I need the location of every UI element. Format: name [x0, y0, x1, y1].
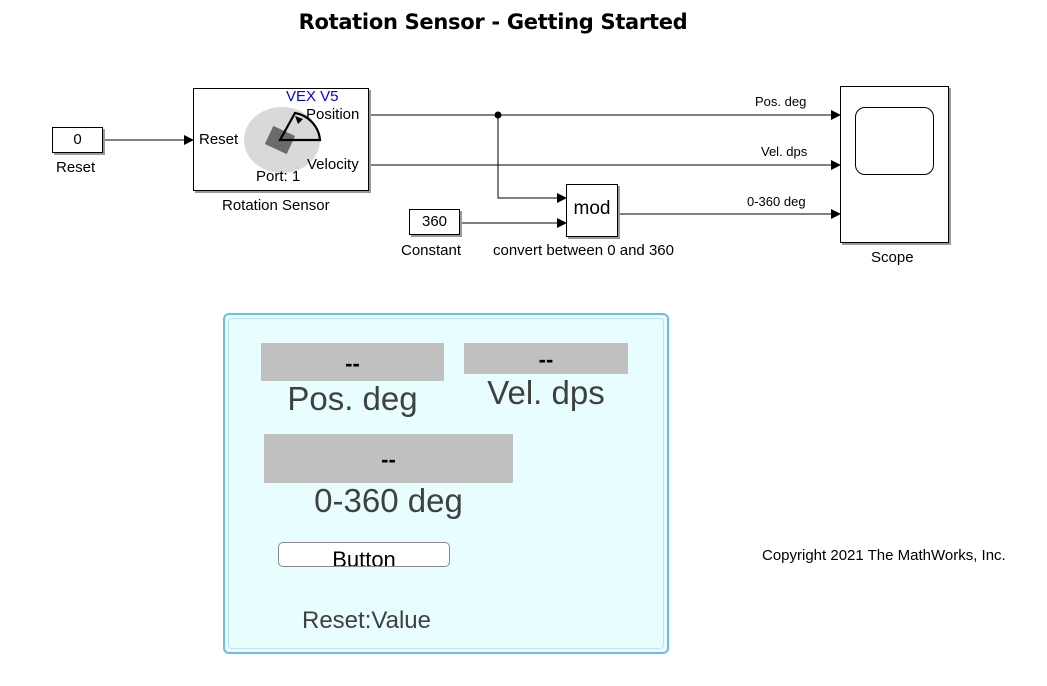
wire-position-branch: [497, 115, 567, 203]
signal-label-pos: Pos. deg: [755, 94, 807, 109]
reset-constant-block[interactable]: 0: [52, 127, 103, 153]
port-label-velocity: Velocity: [307, 156, 359, 173]
rotation-sensor-icon: [244, 107, 322, 173]
scope-screen-icon: [855, 107, 934, 175]
display-vel[interactable]: --: [464, 343, 628, 374]
mod-label: convert between 0 and 360: [493, 242, 674, 259]
display-pos-label: Pos. deg: [287, 380, 418, 417]
signal-label-mod-out: 0-360 deg: [747, 194, 806, 209]
port-label-position: Position: [306, 106, 360, 123]
reset-constant-label: Reset: [56, 159, 96, 176]
model-title: Rotation Sensor - Getting Started: [298, 10, 688, 34]
reset-constant-value: 0: [73, 131, 82, 148]
scope-block[interactable]: [840, 86, 949, 243]
sensor-port-number: Port: 1: [256, 168, 301, 185]
display-pos[interactable]: --: [261, 343, 444, 381]
rotation-sensor-block[interactable]: VEX V5 Reset Position Velocity Port: 1: [193, 88, 369, 191]
mod-block[interactable]: mod: [566, 184, 618, 237]
reset-button[interactable]: Button: [278, 542, 450, 567]
display-vel-label: Vel. dps: [487, 374, 605, 411]
constant-value: 360: [421, 213, 448, 230]
constant-block[interactable]: 360: [409, 209, 460, 235]
sensor-brand: VEX V5: [286, 88, 339, 105]
rotation-sensor-label: Rotation Sensor: [222, 197, 330, 214]
constant-label: Constant: [401, 242, 462, 259]
button-caption: Reset:Value: [302, 607, 431, 634]
port-label-reset: Reset: [199, 131, 239, 148]
signal-label-vel: Vel. dps: [761, 144, 808, 159]
display-mod-label: 0-360 deg: [314, 482, 463, 519]
copyright-text: Copyright 2021 The MathWorks, Inc.: [762, 547, 1006, 564]
scope-label: Scope: [871, 249, 914, 266]
mod-text: mod: [573, 198, 611, 219]
display-mod[interactable]: --: [264, 434, 513, 483]
